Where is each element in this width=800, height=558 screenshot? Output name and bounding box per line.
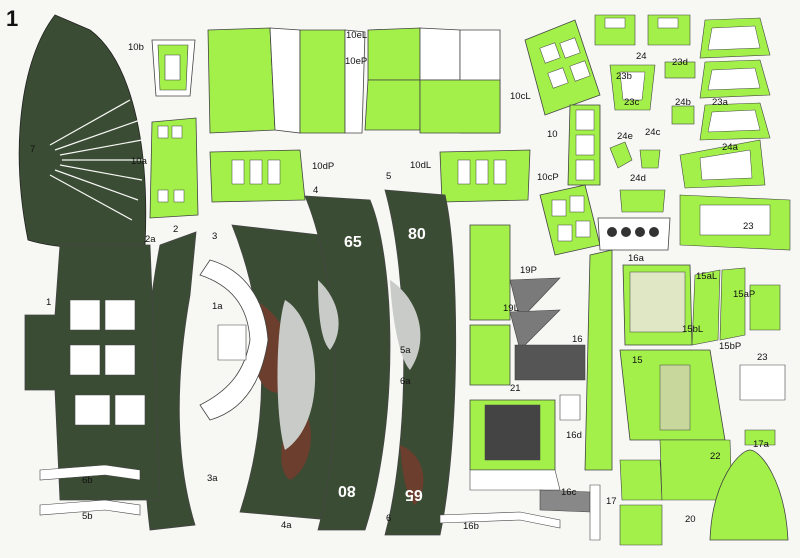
label-3: 3 [212,231,218,242]
part-15-group [584,249,786,471]
part-16a-instrument-panel [597,217,671,251]
label-10dL: 10dL [410,160,432,171]
label-15: 15 [632,355,643,366]
label-10cL: 10cL [510,91,531,102]
label-10: 10 [547,129,558,140]
fuselage-camo-parts [143,189,457,536]
label-10a: 10a [131,156,147,167]
label-24b: 24b [675,97,691,108]
label-19L: 19L [503,303,519,314]
label-24d: 24d [630,173,646,184]
label-15aL: 15aL [696,271,718,282]
label-5: 5 [386,171,392,182]
part-1-window-frame [24,244,161,501]
label-21: 21 [510,383,521,394]
label-5b: 5b [82,511,93,522]
label-10eP: 10eP [345,56,368,67]
label-4: 4 [313,185,319,196]
part-7-fan [18,14,147,249]
label-16c: 16c [561,487,577,498]
part-24-23-cluster [594,14,791,251]
label-7: 7 [30,144,36,155]
part-1a-3a-frames [199,259,269,421]
label-16d: 16d [566,430,582,441]
part-10-windows [524,19,601,256]
label-6: 6 [386,513,392,524]
part-17-22-20-group [619,429,789,546]
label-10cP: 10cP [537,172,559,183]
label-10dP: 10dP [312,161,335,172]
label-10b: 10b [128,42,144,53]
label-23-lower: 23 [757,352,768,363]
label-24c: 24c [645,127,661,138]
label-23: 23 [743,221,754,232]
part-10dP [209,149,306,203]
label-2: 2 [173,224,179,235]
label-24a: 24a [722,142,738,153]
label-4a: 4a [281,520,292,531]
label-17a: 17a [753,439,769,450]
label-3a: 3a [207,473,218,484]
label-24: 24 [636,51,647,62]
label-16b: 16b [463,521,479,532]
marking-80-bottom: 80 [338,482,356,499]
label-15bP: 15bP [719,341,742,352]
label-23b: 23b [616,71,632,82]
marking-65-top: 65 [344,234,362,251]
part-10b [151,39,196,97]
part-10a [149,117,199,219]
label-15aP: 15aP [733,289,756,300]
label-19P: 19P [520,265,537,276]
label-1a: 1a [212,301,223,312]
label-17: 17 [606,496,617,507]
label-2a: 2a [145,234,156,245]
label-6a: 6a [400,376,411,387]
label-23c: 23c [624,97,640,108]
marking-80-top: 80 [408,226,426,243]
label-23d: 23d [672,57,688,68]
label-15bL: 15bL [682,324,704,335]
label-5a: 5a [400,345,411,356]
label-20: 20 [685,514,696,525]
marking-65-bottom: 65 [405,486,423,503]
label-1: 1 [46,297,52,308]
part-19-21-16-group [469,224,601,541]
label-16a: 16a [628,253,644,264]
page-number: 1 [6,6,19,31]
strips-6b-5b [39,464,561,529]
label-16: 16 [572,334,583,345]
label-6b: 6b [82,475,93,486]
label-24e: 24e [617,131,633,142]
label-10eL: 10eL [346,30,368,41]
part-10e-panels [207,27,501,134]
label-22: 22 [710,451,721,462]
part-10dL [439,149,531,203]
label-23a: 23a [712,97,728,108]
